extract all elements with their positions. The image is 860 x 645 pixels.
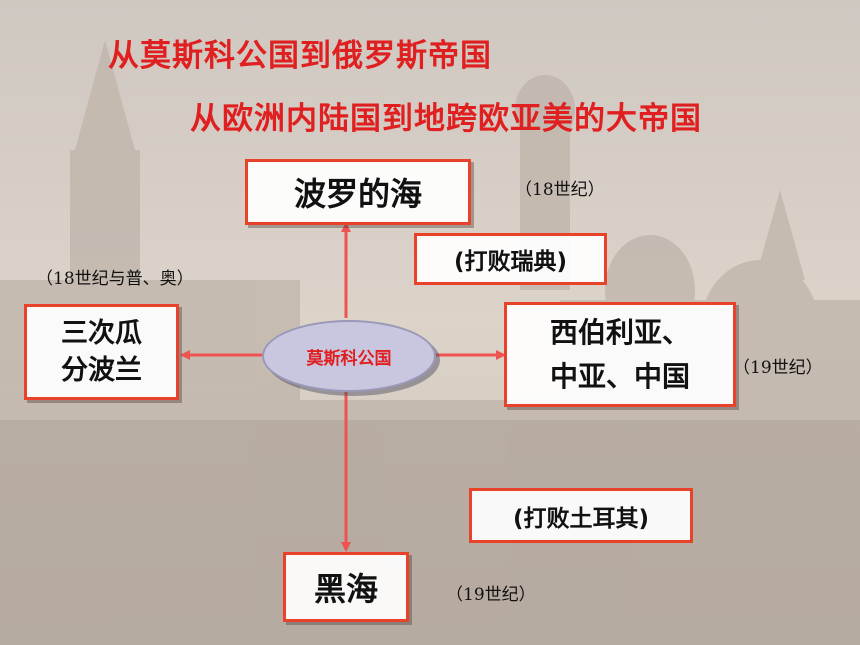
note-east-period: （19世纪）	[733, 358, 823, 378]
node-east-label-line2: 中亚、中国	[549, 359, 690, 393]
node-north-baltic-sea: 波罗的海	[245, 159, 471, 225]
node-west-poland: 三次瓜 分波兰	[24, 304, 179, 400]
node-east-siberia: 西伯利亚、 中亚、中国	[504, 302, 736, 407]
event-defeat-sweden: (打败瑞典)	[414, 233, 607, 285]
event-defeat-turkey-label: (打败土耳其)	[512, 505, 650, 532]
node-south-label: 黑海	[313, 570, 378, 608]
note-north-period: （18世纪）	[515, 180, 605, 200]
center-node-label: 莫斯科公国	[306, 348, 392, 369]
title-line-1: 从莫斯科公国到俄罗斯帝国	[108, 38, 492, 74]
event-defeat-sweden-label: (打败瑞典)	[453, 249, 568, 275]
event-defeat-turkey: (打败土耳其)	[469, 488, 693, 543]
node-west-label-line2: 分波兰	[61, 355, 142, 386]
node-south-black-sea: 黑海	[283, 552, 409, 622]
title-line-2: 从欧洲内陆国到地跨欧亚美的大帝国	[190, 101, 702, 137]
note-west-period: （18世纪与普、奥）	[36, 269, 194, 289]
center-node-moscow: 莫斯科公国	[262, 320, 436, 392]
node-west-label-line1: 三次瓜	[61, 318, 142, 349]
node-north-label: 波罗的海	[293, 175, 422, 213]
note-south-period: （19世纪）	[446, 585, 536, 605]
node-east-label-line1: 西伯利亚、	[549, 315, 690, 349]
